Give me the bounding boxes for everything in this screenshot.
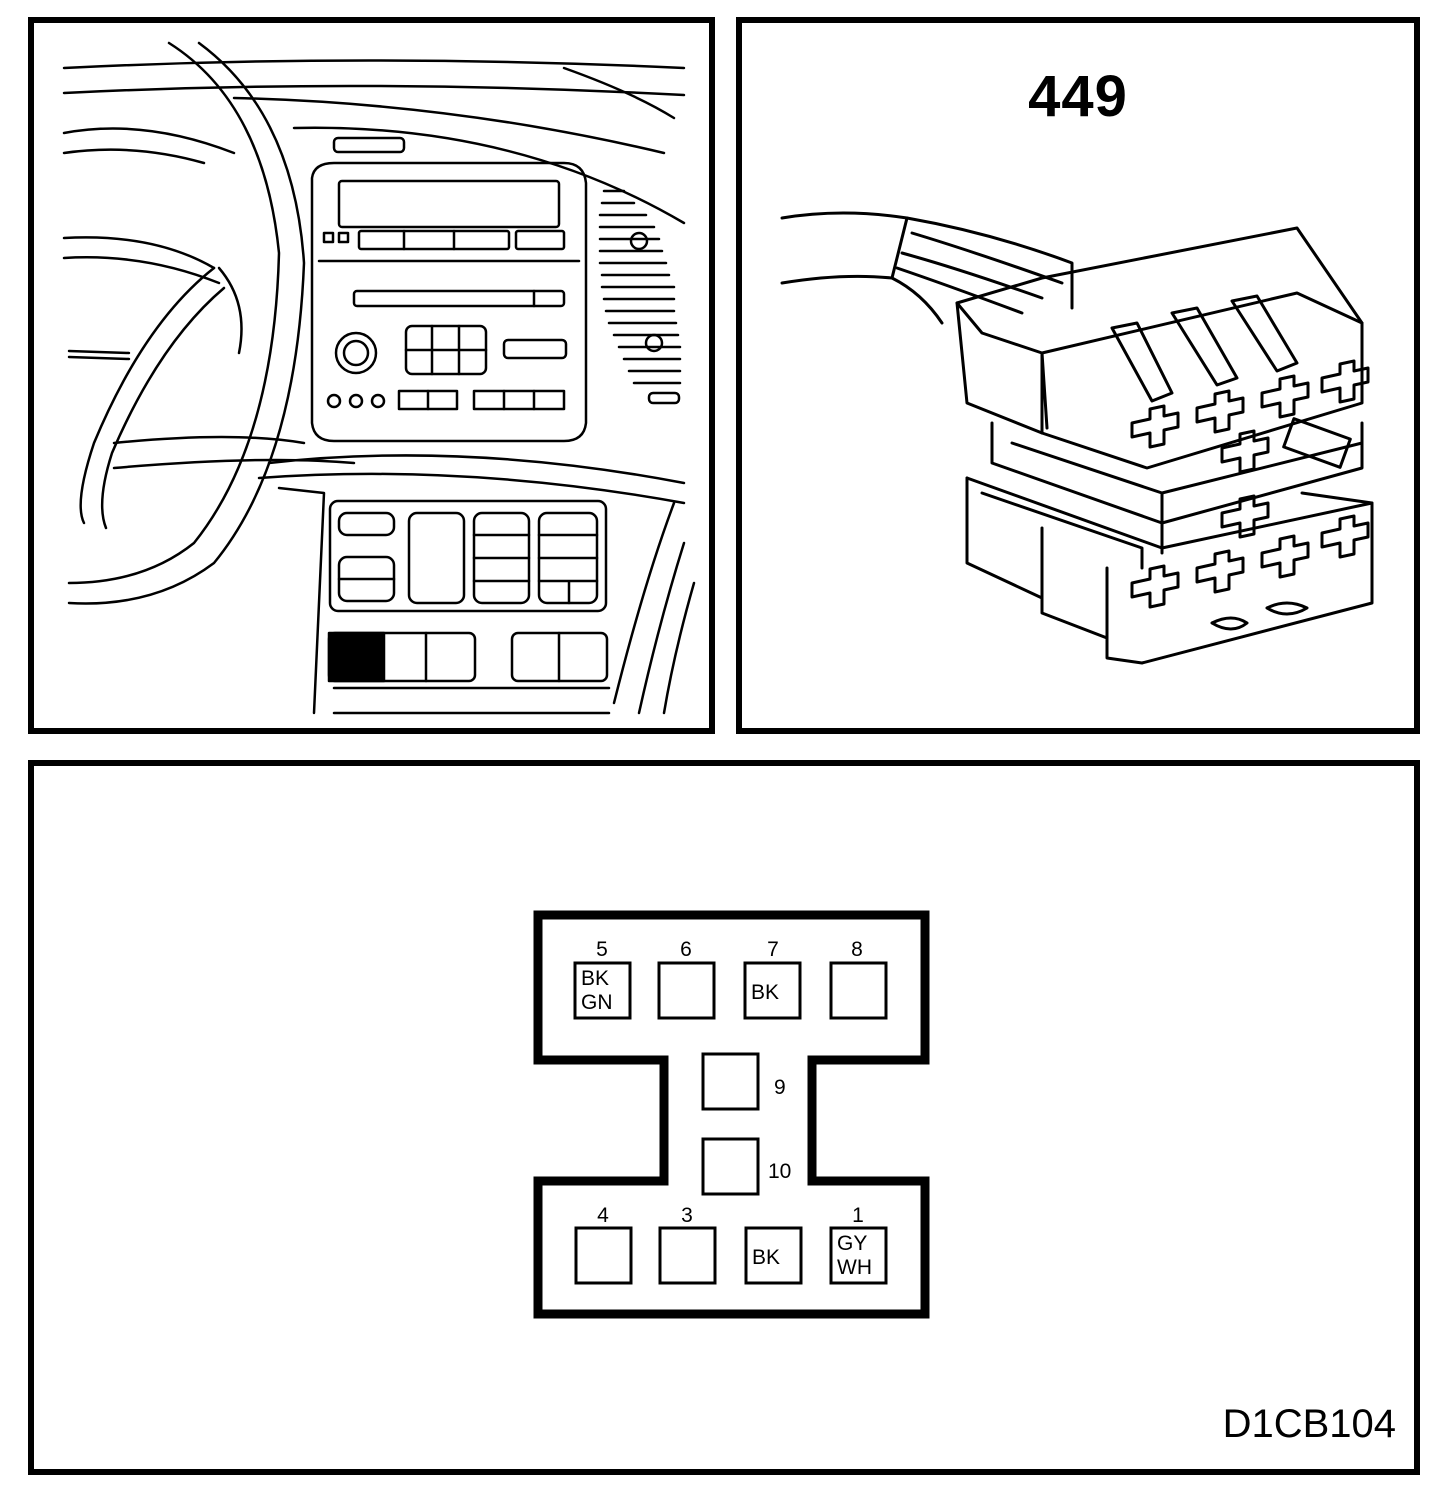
wire-color-label: GY	[837, 1232, 867, 1255]
wire-color-label: BK	[752, 1246, 780, 1269]
pin-box	[829, 1226, 888, 1285]
pin-box	[829, 961, 888, 1020]
pin-number: 5	[596, 938, 608, 961]
pin-cavity-3: 3	[658, 1204, 717, 1285]
wire-color-label: WH	[837, 1256, 872, 1279]
pin-number: 7	[767, 938, 779, 961]
pin-cavity-unnumbered-8: BK	[744, 1226, 803, 1285]
pin-box	[701, 1052, 760, 1111]
pin-number: 1	[852, 1204, 864, 1227]
wire-color-label: BK	[751, 981, 779, 1004]
pin-box	[743, 961, 802, 1020]
pin-box	[701, 1137, 760, 1196]
pin-number: 4	[597, 1204, 609, 1227]
pin-cavity-6: 6	[657, 938, 716, 1020]
figure-code: D1CB104	[1222, 1402, 1396, 1446]
pin-cavity-9: 9	[701, 1052, 786, 1111]
pin-box	[657, 961, 716, 1020]
pin-box	[574, 1226, 633, 1285]
pin-box	[744, 1226, 803, 1285]
pin-box	[658, 1226, 717, 1285]
pin-number: 8	[851, 938, 863, 961]
location-panel	[28, 17, 715, 734]
highlight-block	[327, 631, 386, 683]
pin-number: 6	[680, 938, 692, 961]
wire-color-label: BK	[581, 967, 609, 990]
dashboard-line-drawing-icon	[62, 41, 696, 715]
pin-cavity-4: 4	[574, 1204, 633, 1285]
wire-color-label: GN	[581, 991, 613, 1014]
pin-number: 10	[768, 1160, 791, 1183]
connector-outline	[533, 910, 930, 1319]
connector-panel: 449	[736, 17, 1420, 734]
pin-cavity-7: 7BK	[743, 938, 802, 1020]
pin-number: 9	[774, 1076, 786, 1099]
10-pin-connector-icon	[780, 211, 1374, 665]
pin-box	[573, 961, 632, 1020]
connector-number: 449	[1028, 64, 1128, 129]
pin-cavity-8: 8	[829, 938, 888, 1020]
pin-cavity-10: 10	[701, 1137, 791, 1196]
pin-number: 3	[681, 1204, 693, 1227]
